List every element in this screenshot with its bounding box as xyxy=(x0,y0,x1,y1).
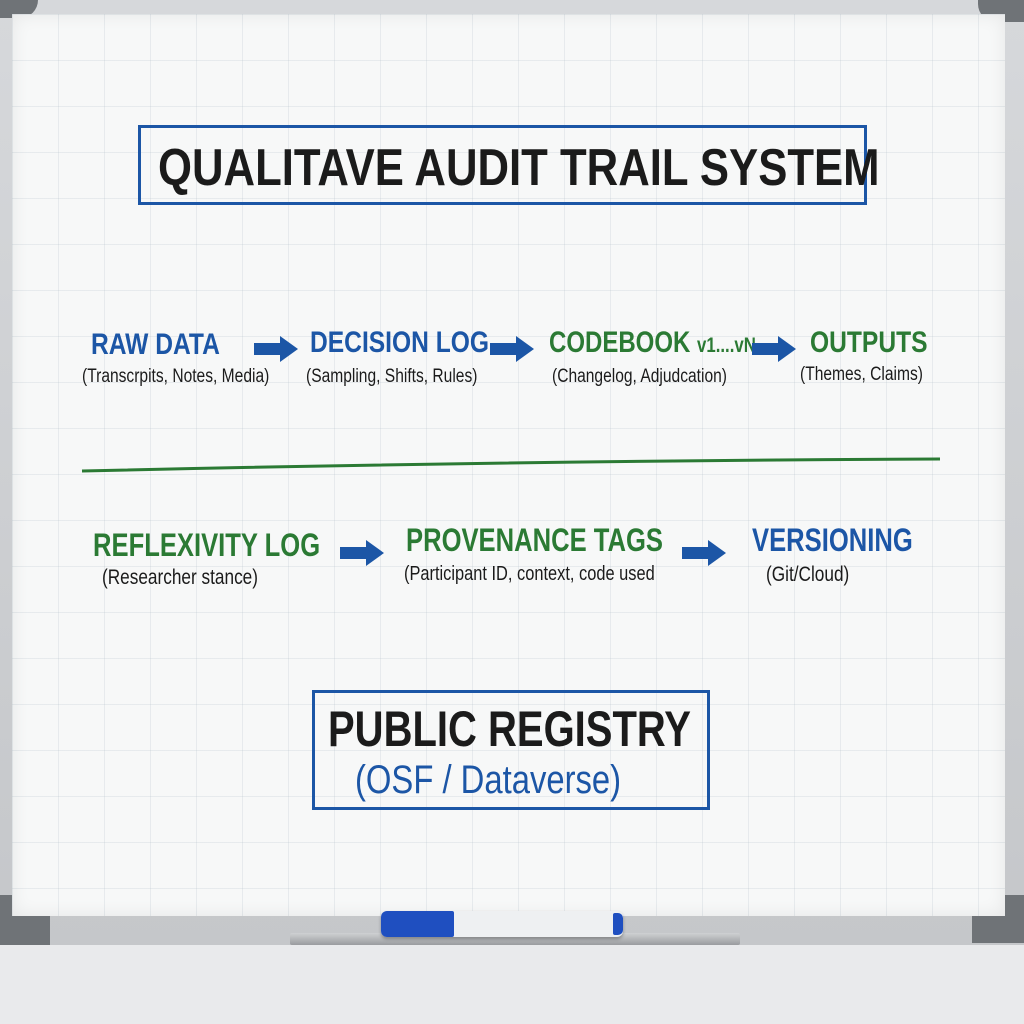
arrow-icon xyxy=(682,540,726,566)
node-reflexivity-log-sub: (Researcher stance) xyxy=(102,566,259,589)
node-reflexivity-log: REFLEXIVITY LOG xyxy=(93,527,321,563)
whiteboard xyxy=(12,14,1005,916)
diagram-title: QUALITAVE AUDIT TRAIL SYSTEM xyxy=(158,139,880,197)
node-raw-data-sub: (Transcrpits, Notes, Media) xyxy=(82,366,270,387)
node-codebook-version: v1....vN xyxy=(697,334,756,357)
node-provenance-tags: PROVENANCE TAGS xyxy=(406,522,663,558)
arrow-icon xyxy=(490,336,534,362)
marker-pen[interactable] xyxy=(381,911,623,937)
title-box xyxy=(138,125,867,205)
arrow-icon xyxy=(254,336,298,362)
node-provenance-tags-sub: (Participant ID, context, code used xyxy=(404,563,655,585)
arrow-icon xyxy=(340,540,384,566)
node-decision-log: DECISION LOG xyxy=(310,326,490,359)
node-codebook-label: CODEBOOK xyxy=(549,326,691,359)
node-versioning-sub: (Git/Cloud) xyxy=(766,563,850,586)
marker-end xyxy=(613,913,623,935)
node-codebook-sub: (Changelog, Adjudcation) xyxy=(552,366,727,387)
node-outputs-sub: (Themes, Claims) xyxy=(800,364,923,385)
node-versioning: VERSIONING xyxy=(752,522,913,558)
registry-sub: (OSF / Dataverse) xyxy=(355,758,622,802)
node-codebook: CODEBOOK v1....vN xyxy=(549,326,756,360)
arrow-icon xyxy=(752,336,796,362)
registry-title: PUBLIC REGISTRY xyxy=(328,701,691,757)
registry-box xyxy=(312,690,710,810)
node-raw-data: RAW DATA xyxy=(91,328,220,361)
node-decision-log-sub: (Sampling, Shifts, Rules) xyxy=(306,366,478,387)
frame-corner xyxy=(0,0,38,18)
divider-line xyxy=(81,457,941,473)
marker-cap xyxy=(381,911,454,937)
node-outputs: OUTPUTS xyxy=(810,326,928,359)
